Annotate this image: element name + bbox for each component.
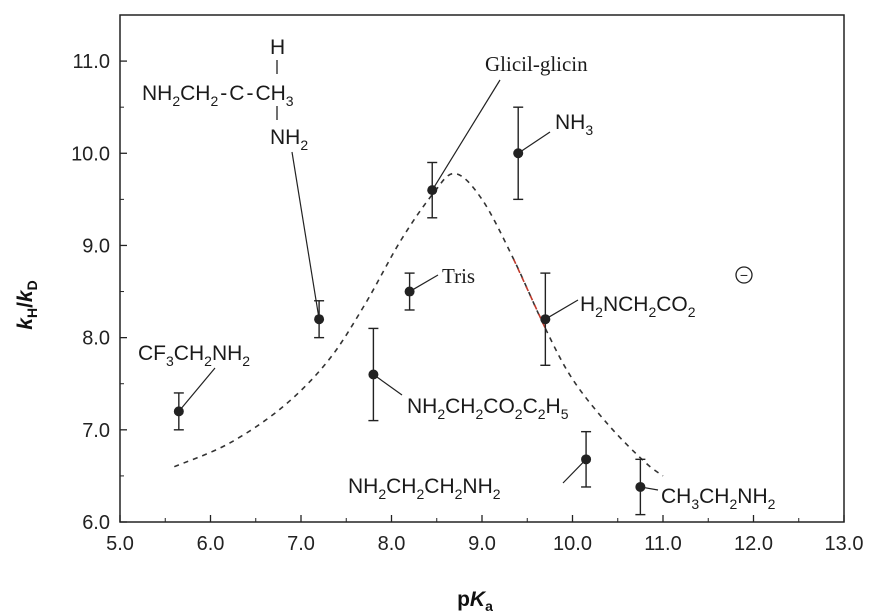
data-point (404, 286, 415, 297)
leader-line (373, 374, 403, 396)
charge-circle (735, 266, 753, 284)
y-tick-label: 9.0 (82, 235, 110, 257)
data-point (540, 314, 551, 325)
data-point (368, 369, 379, 380)
data-point (314, 314, 325, 325)
y-tick-label: 10.0 (71, 143, 110, 165)
label-nh3: NH3 (555, 111, 593, 138)
y-tick-label: 8.0 (82, 328, 110, 350)
label-diamine-h: H (270, 36, 285, 59)
x-tick-label: 11.0 (644, 533, 681, 555)
x-tick-label: 6.0 (197, 533, 225, 555)
label-ester: NH2CH2CO2C2H5 (407, 395, 569, 422)
axis-ticks (119, 14, 845, 523)
trend-curve-highlight (512, 258, 547, 329)
y-axis-title: kH/kD (14, 280, 40, 329)
label-glycinate: H2NCH2CO2 (580, 293, 696, 320)
label-glicil-glicin: Glicil-glicin (485, 52, 588, 76)
label-diamine-main: NH2CH2-C-CH3 (142, 82, 294, 109)
y-tick-label: 11.0 (73, 51, 110, 73)
leader-line (431, 79, 501, 191)
leader-line (291, 151, 320, 320)
label-ethylenediamine: NH2CH2CH2NH2 (348, 475, 501, 502)
data-points (173, 106, 646, 516)
label-diamine-nh2: NH2 (270, 126, 308, 153)
data-point (513, 148, 524, 159)
label-tris: Tris (442, 264, 475, 288)
data-point (427, 185, 438, 196)
charge-sign: − (740, 267, 748, 283)
y-tick-label: 6.0 (82, 512, 110, 534)
x-axis-title: pKa (457, 588, 493, 612)
x-tick-label: 8.0 (378, 533, 406, 555)
x-tick-label: 13.0 (825, 533, 864, 555)
trend-curve (173, 172, 664, 477)
leader-line (409, 274, 439, 293)
label-ethylamine: CH3CH2NH2 (661, 485, 776, 512)
data-point (581, 454, 592, 465)
y-tick-label: 7.0 (82, 420, 110, 442)
leader-line (178, 367, 216, 412)
x-tick-label: 5.0 (106, 533, 134, 555)
x-tick-label: 10.0 (553, 533, 592, 555)
x-tick-label: 9.0 (468, 533, 496, 555)
data-point (635, 481, 646, 492)
x-tick-label: 7.0 (287, 533, 315, 555)
leader-line (545, 299, 579, 320)
label-cf3ch2nh2: CF3CH2NH2 (138, 342, 250, 369)
x-tick-label: 12.0 (734, 533, 773, 555)
leader-line (517, 131, 551, 154)
leader-lines (178, 79, 659, 491)
data-point (173, 406, 184, 417)
leader-line (562, 458, 587, 484)
